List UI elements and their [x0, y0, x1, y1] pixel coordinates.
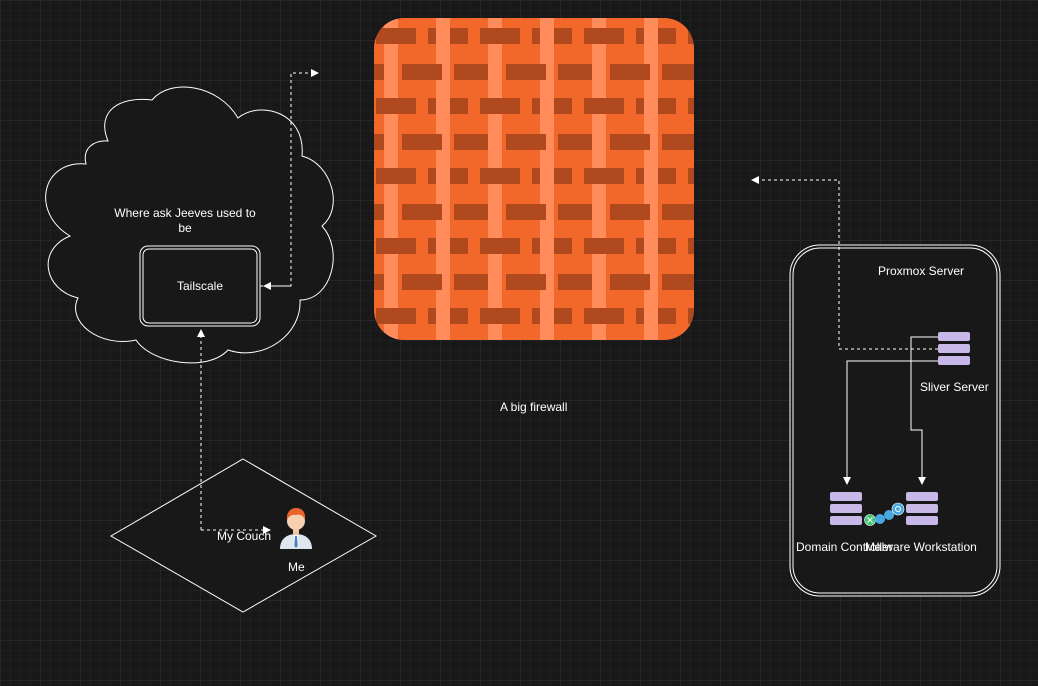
me-label: Me — [288, 560, 305, 574]
cloud-shape — [45, 86, 334, 364]
sliver-to-firewall-connector — [751, 176, 938, 350]
domain-controller-icon — [830, 492, 862, 525]
network-link-icon — [864, 502, 905, 526]
proxmox-title: Proxmox Server — [878, 264, 965, 278]
couch-diamond[interactable] — [110, 458, 378, 613]
cloud-label: Where ask Jeeves used to be — [114, 206, 256, 235]
malware-workstation-icon — [906, 492, 938, 525]
domain-controller-label: Domain Controller — [796, 540, 893, 554]
connectors — [197, 69, 938, 534]
firewall-label: A big firewall — [500, 400, 568, 414]
sliver-server-label: Sliver Server — [920, 380, 989, 394]
couch-label: My Couch — [217, 529, 272, 543]
person-avatar-icon — [280, 508, 312, 549]
tailscale-label: Tailscale — [176, 279, 224, 293]
internal-connectors — [843, 336, 938, 485]
sliver-to-ws-connector — [910, 336, 938, 485]
sliver-to-dc-connector — [843, 360, 938, 485]
firewall-block[interactable] — [374, 18, 694, 340]
malware-workstation-label: Malware Workstation — [865, 540, 977, 554]
sliver-server-icon — [938, 332, 970, 365]
